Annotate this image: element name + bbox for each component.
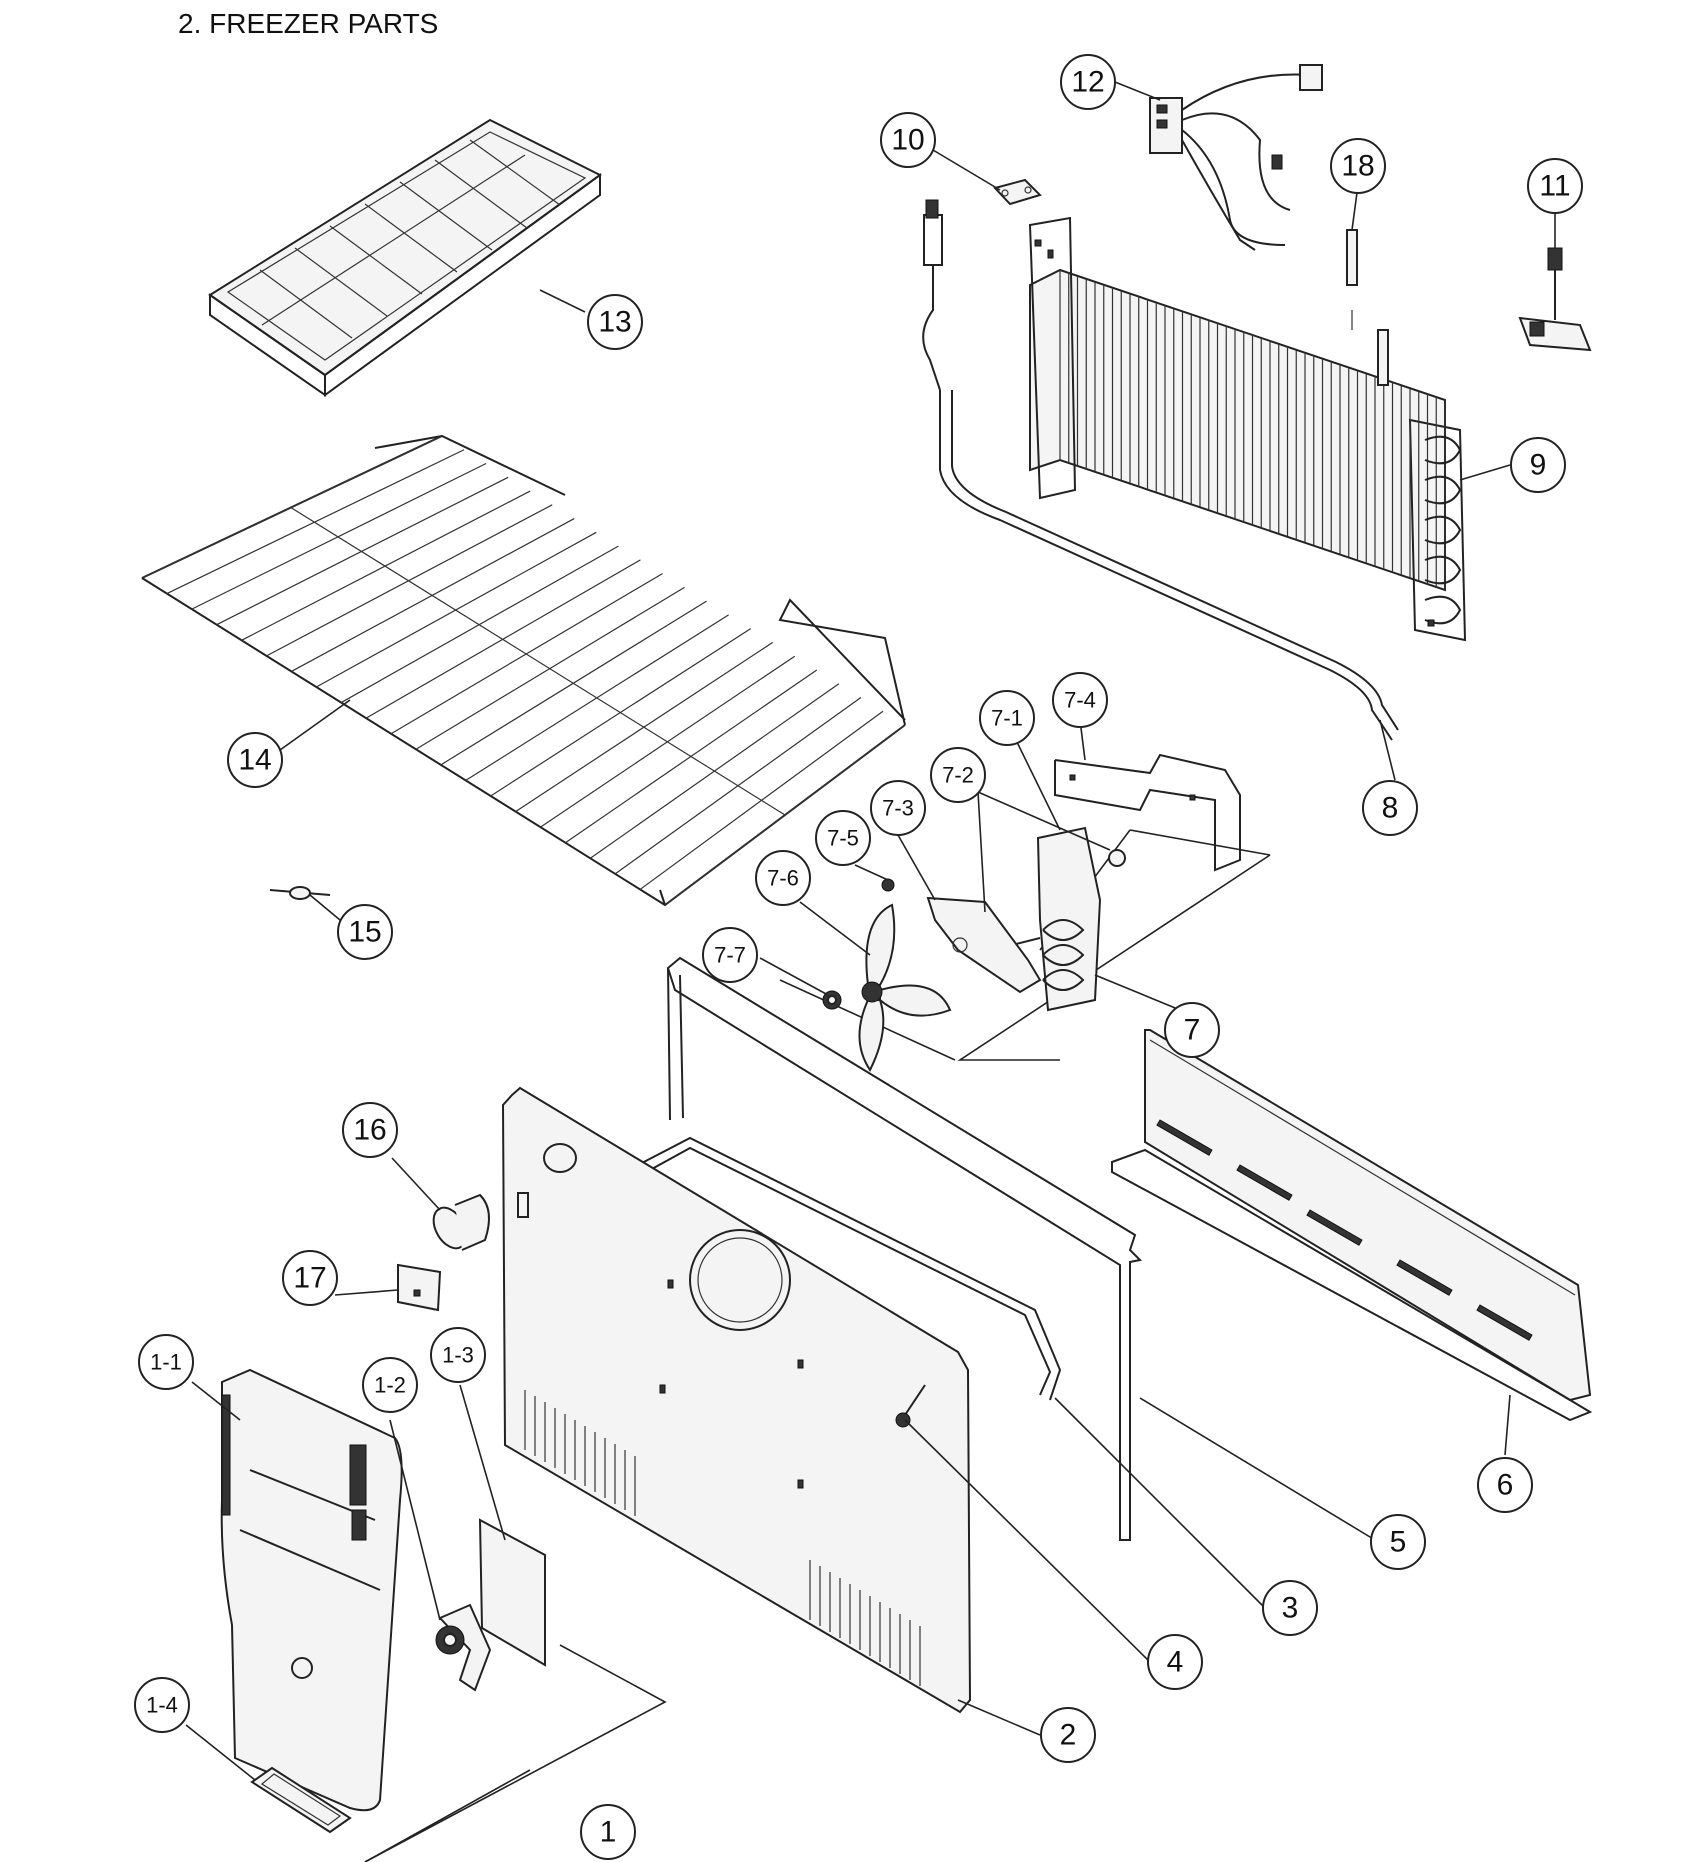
callout-1-3: 1-3	[430, 1327, 486, 1383]
callout-16: 16	[342, 1102, 398, 1158]
callouts: 12 10 18 11 13 9 14 8 7-4 7-1 7-2 7-3 7-…	[134, 54, 1583, 1860]
callout-8: 8	[1362, 780, 1418, 836]
fan-cover-assembly	[220, 1368, 667, 1862]
callout-1: 1	[580, 1804, 636, 1860]
callout-10-label: 10	[891, 124, 924, 157]
wire-harness	[1149, 64, 1323, 251]
callout-7: 7	[1164, 1002, 1220, 1058]
gasket-frame	[666, 956, 1143, 1541]
callout-17-label: 17	[293, 1262, 326, 1295]
callout-6-label: 6	[1497, 1469, 1514, 1502]
clip	[993, 178, 1042, 206]
callout-7-5-label: 7-5	[827, 826, 859, 851]
callout-8-label: 8	[1382, 792, 1399, 825]
callout-1-3-label: 1-3	[442, 1343, 474, 1368]
inner-frame	[637, 1136, 1062, 1401]
callout-7-4: 7-4	[1052, 672, 1108, 728]
callout-4-label: 4	[1167, 1646, 1184, 1679]
callout-7-6: 7-6	[755, 850, 811, 906]
callout-2: 2	[1040, 1707, 1096, 1763]
callout-1-2: 1-2	[362, 1357, 418, 1413]
screw	[895, 1384, 926, 1428]
callout-14-label: 14	[238, 744, 271, 777]
small-plate	[397, 1263, 442, 1312]
callout-1-label: 1	[600, 1816, 617, 1849]
callout-1-1: 1-1	[138, 1334, 194, 1390]
callout-7-5: 7-5	[815, 810, 871, 866]
callout-1-4-label: 1-4	[146, 1693, 178, 1718]
callout-2-label: 2	[1060, 1719, 1077, 1752]
callout-10: 10	[880, 112, 936, 168]
wire-shelf	[141, 434, 906, 907]
sensor	[1346, 229, 1389, 386]
defrost-fuse	[1518, 247, 1592, 352]
diagram-title: 2. FREEZER PARTS	[178, 8, 439, 39]
callout-7-7-label: 7-7	[714, 943, 746, 968]
callout-15-label: 15	[348, 916, 381, 949]
callout-7-1: 7-1	[979, 690, 1035, 746]
pin	[269, 886, 331, 900]
callout-18-label: 18	[1341, 150, 1374, 183]
fan-motor-assembly	[779, 753, 1271, 1072]
callout-3-label: 3	[1282, 1592, 1299, 1625]
callout-5: 5	[1370, 1514, 1426, 1570]
callout-13: 13	[587, 294, 643, 350]
callout-9: 9	[1510, 437, 1566, 493]
callout-11-label: 11	[1539, 170, 1570, 203]
callout-5-label: 5	[1390, 1526, 1407, 1559]
callout-18: 18	[1330, 138, 1386, 194]
callout-3: 3	[1262, 1580, 1318, 1636]
callout-13-label: 13	[598, 306, 631, 339]
callout-7-3-label: 7-3	[882, 796, 914, 821]
callout-16-label: 16	[353, 1114, 386, 1147]
leader-lines	[185, 81, 1556, 1781]
back-panel	[501, 1086, 972, 1714]
callout-9-label: 9	[1530, 449, 1547, 482]
callout-17: 17	[282, 1250, 338, 1306]
heater-tube	[922, 199, 1399, 741]
callout-7-1-label: 7-1	[991, 706, 1023, 731]
callout-1-2-label: 1-2	[374, 1373, 406, 1398]
callout-12: 12	[1060, 54, 1116, 110]
callout-7-2: 7-2	[930, 747, 986, 803]
callout-7-6-label: 7-6	[767, 866, 799, 891]
ice-tray	[208, 118, 602, 397]
callout-4: 4	[1147, 1634, 1203, 1690]
rear-channel	[1111, 1029, 1593, 1422]
callout-1-1-label: 1-1	[150, 1350, 182, 1375]
callout-11: 11	[1527, 158, 1583, 214]
knob	[432, 1193, 490, 1251]
callout-1-4: 1-4	[134, 1677, 190, 1733]
callout-14: 14	[227, 732, 283, 788]
callout-7-7: 7-7	[702, 927, 758, 983]
callout-7-2-label: 7-2	[942, 763, 974, 788]
callout-7-label: 7	[1184, 1014, 1201, 1047]
callout-12-label: 12	[1071, 66, 1104, 99]
evaporator	[1028, 216, 1467, 642]
callout-6: 6	[1477, 1457, 1533, 1513]
callout-7-4-label: 7-4	[1064, 688, 1096, 713]
callout-7-3: 7-3	[870, 780, 926, 836]
callout-15: 15	[337, 904, 393, 960]
